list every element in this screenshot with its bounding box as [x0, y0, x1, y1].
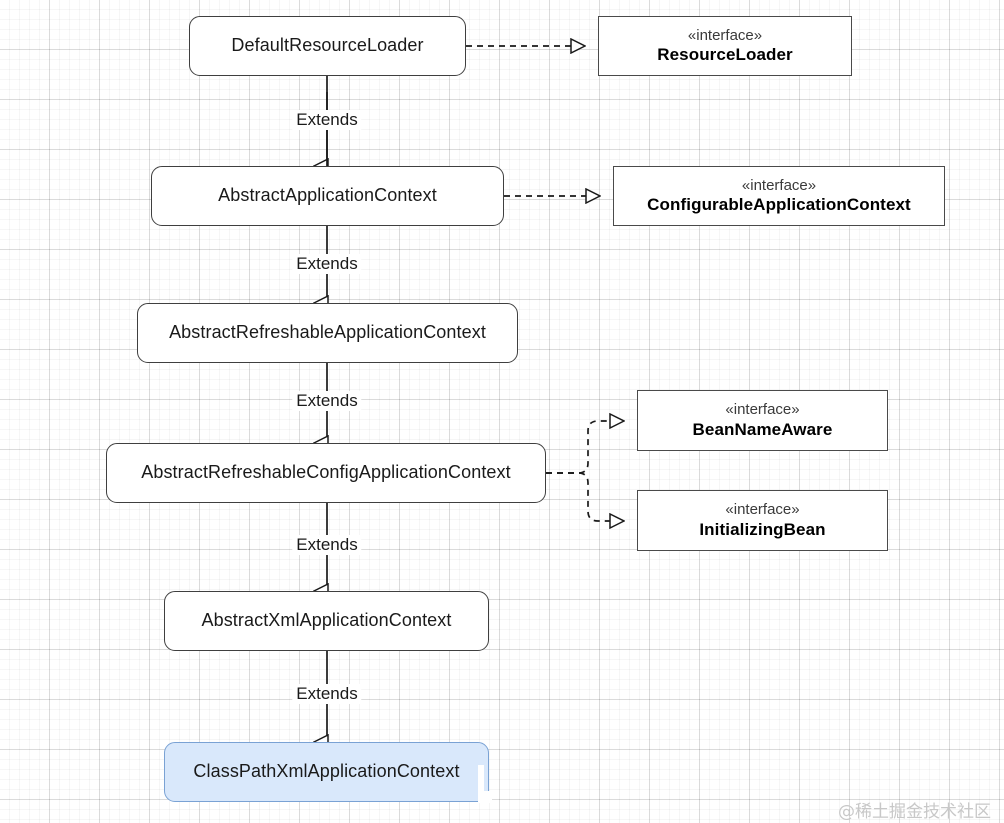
class-label: AbstractRefreshableApplicationContext	[169, 322, 486, 343]
edge-label-extends-4: Extends	[292, 535, 362, 555]
implements-connectors	[466, 46, 623, 521]
render-artifact	[478, 765, 484, 803]
stereotype-label: «interface»	[687, 26, 763, 44]
class-label: ClassPathXmlApplicationContext	[193, 761, 460, 782]
watermark: @稀土掘金技术社区	[838, 802, 991, 822]
interface-node-resource-loader[interactable]: «interface» ResourceLoader	[598, 16, 852, 76]
class-node-abstract-xml-application-context[interactable]: AbstractXmlApplicationContext	[164, 591, 489, 651]
stereotype-label: «interface»	[741, 176, 817, 194]
class-label: AbstractXmlApplicationContext	[201, 610, 452, 631]
class-label: AbstractRefreshableConfigApplicationCont…	[141, 462, 511, 483]
implements-path-initializing-bean	[546, 472, 623, 521]
edge-label-extends-2: Extends	[292, 254, 362, 274]
stereotype-label: «interface»	[725, 501, 800, 519]
interface-label: InitializingBean	[699, 519, 826, 539]
edge-label-extends-5: Extends	[292, 684, 362, 704]
class-label: DefaultResourceLoader	[231, 35, 424, 56]
render-artifact-2	[478, 791, 492, 803]
interface-label: ResourceLoader	[657, 45, 793, 65]
interface-node-initializing-bean[interactable]: «interface» InitializingBean	[637, 490, 888, 551]
edge-label-extends-3: Extends	[292, 391, 362, 411]
class-node-abstract-refreshable-application-context[interactable]: AbstractRefreshableApplicationContext	[137, 303, 518, 363]
interface-label: BeanNameAware	[692, 419, 833, 439]
interface-node-bean-name-aware[interactable]: «interface» BeanNameAware	[637, 390, 888, 451]
class-label: AbstractApplicationContext	[218, 185, 437, 206]
interface-node-configurable-application-context[interactable]: «interface» ConfigurableApplicationConte…	[613, 166, 945, 226]
edge-label-extends-1: Extends	[292, 110, 362, 130]
class-node-abstract-refreshable-config-application-context[interactable]: AbstractRefreshableConfigApplicationCont…	[106, 443, 546, 503]
interface-label: ConfigurableApplicationContext	[647, 195, 911, 215]
stereotype-label: «interface»	[725, 401, 800, 419]
class-node-class-path-xml-application-context[interactable]: ClassPathXmlApplicationContext	[164, 742, 489, 802]
implements-path-bean-name-aware	[546, 421, 623, 474]
class-node-abstract-application-context[interactable]: AbstractApplicationContext	[151, 166, 504, 226]
class-node-default-resource-loader[interactable]: DefaultResourceLoader	[189, 16, 466, 76]
